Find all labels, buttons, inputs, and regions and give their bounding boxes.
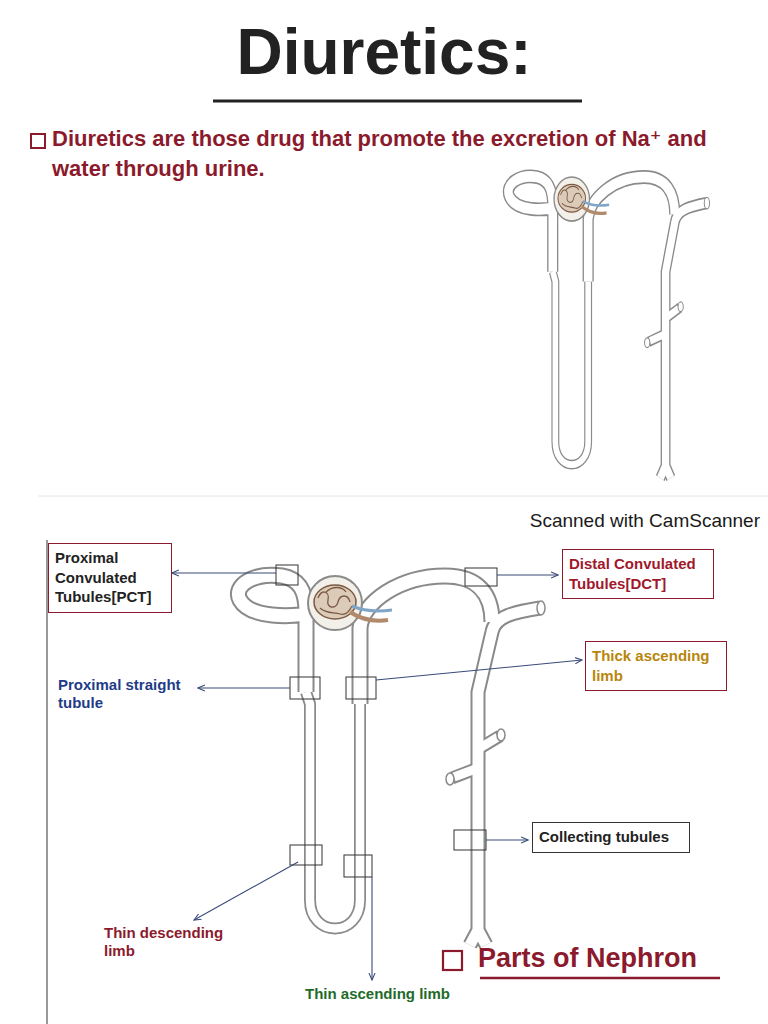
part-label: Thin descending limb <box>104 924 244 960</box>
section-markers <box>276 565 497 877</box>
label-box: Distal Convulated Tubules[DCT] <box>562 549 714 599</box>
panel-edge <box>38 496 768 497</box>
heading-underline <box>480 977 720 980</box>
label-box: Thick ascending limb <box>585 641 727 691</box>
box-text: Collecting tubules <box>539 827 683 847</box>
leader-lines <box>172 573 582 980</box>
box-text: Distal Convulated Tubules[DCT] <box>569 554 707 593</box>
watermark: Scanned with CamScanner <box>470 510 760 533</box>
definition-text: Diuretics are those drug that promote th… <box>52 124 742 183</box>
part-label: Proximal straight tubule <box>58 676 198 712</box>
bullet-box <box>31 134 45 148</box>
label-box: Collecting tubules <box>532 822 690 853</box>
box-text: Proximal Convulated Tubules[PCT] <box>55 548 165 607</box>
box-text: Thick ascending limb <box>592 646 720 685</box>
label-box: Proximal Convulated Tubules[PCT] <box>48 543 172 613</box>
title-underline <box>213 100 582 103</box>
heading-box <box>443 951 462 970</box>
nephron-large <box>238 575 545 945</box>
part-label: Thin ascending limb <box>305 985 485 1003</box>
nephron-small <box>508 176 709 478</box>
section-heading: Parts of Nephron <box>478 942 748 974</box>
page-title: Diuretics: <box>0 14 768 91</box>
